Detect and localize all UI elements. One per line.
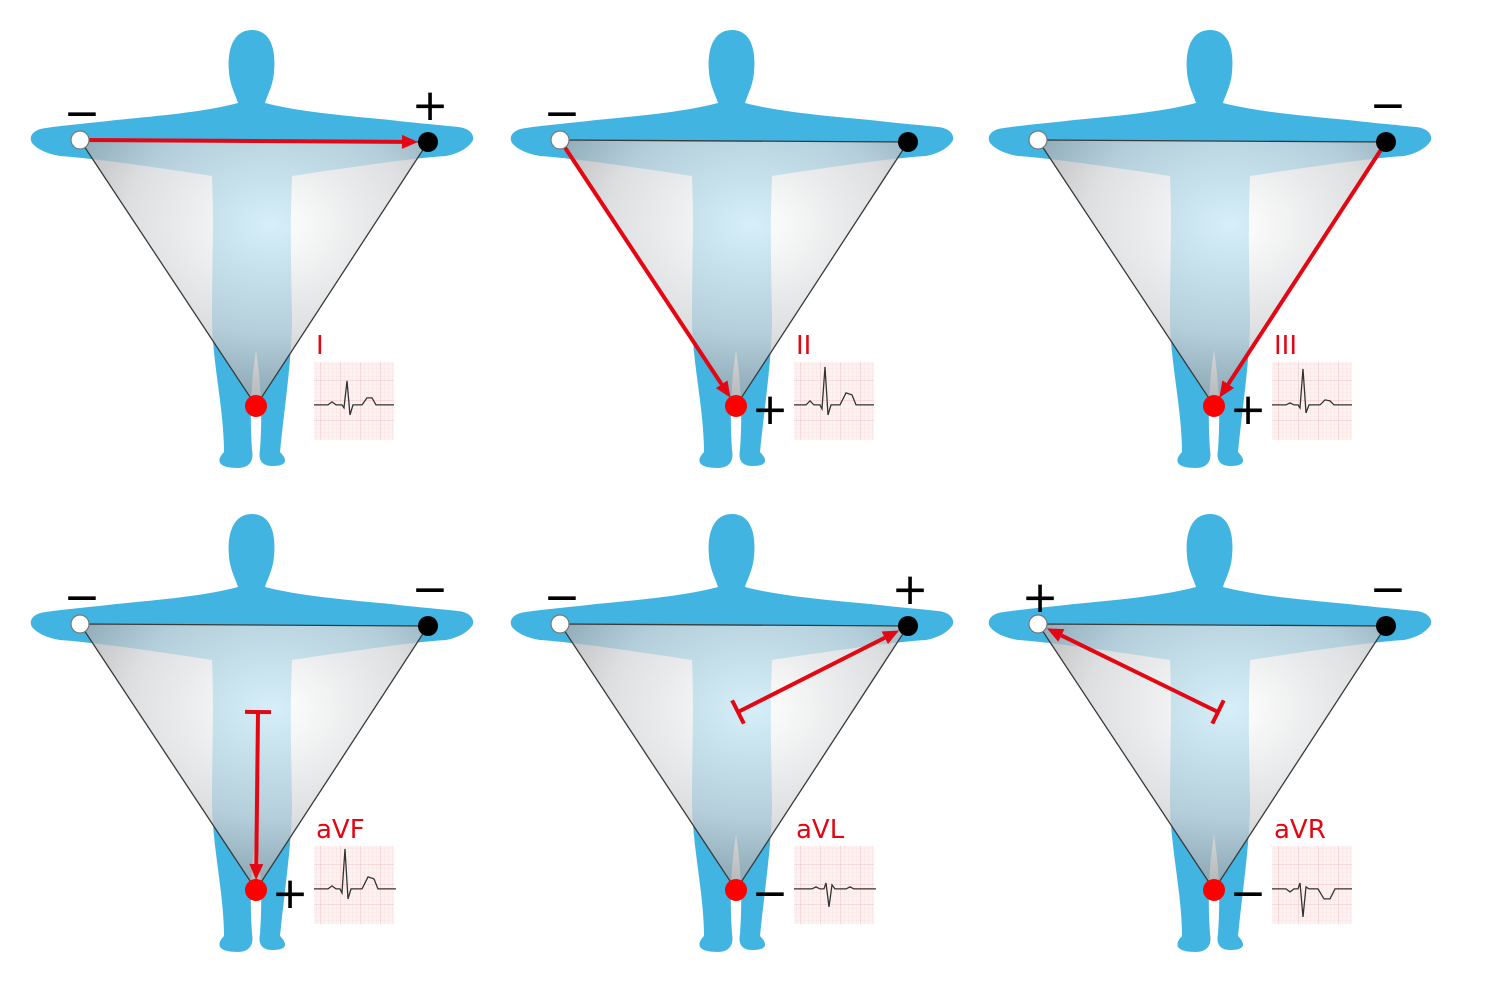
ecg-strip-grid [314,846,394,924]
lead-label: I [316,331,324,361]
lead-vector-arrowhead [249,863,264,881]
lead-vector-tail-bar [730,699,746,725]
polarity-sign: − [752,868,789,919]
lead-vector-shaft [254,711,260,865]
einthoven-triangle [558,623,910,892]
ecg-strip-grid [794,846,874,924]
lead-panel: − + I [30,30,474,468]
left-arm-electrode [1376,616,1396,636]
einthoven-triangle [78,623,430,892]
lead-vector-arrowhead [715,380,731,398]
right-arm-electrode [550,614,570,634]
leg-electrode [1203,395,1225,417]
ecg-trace [314,380,394,416]
lead-label: aVF [316,815,365,845]
polarity-sign: + [892,564,929,615]
ecg-strip-grid [1272,362,1352,440]
right-arm-electrode [550,130,570,150]
polarity-sign: − [544,572,581,623]
lead-vector-shaft [1226,140,1388,386]
leg-electrode [245,395,267,417]
lead-vector-arrowhead [401,134,419,149]
right-arm-electrode [70,130,90,150]
right-arm-electrode [1028,130,1048,150]
lead-panel: +−−aVR [988,514,1432,952]
polarity-sign: + [1230,384,1267,435]
lead-panel: −+−aVL [510,514,954,952]
lead-label: aVL [796,815,845,845]
lead-label: II [796,331,811,361]
ecg-trace [314,848,396,900]
ecg-strip-grid [794,362,874,440]
leg-electrode [725,395,747,417]
polarity-sign: + [272,868,309,919]
leg-electrode [245,879,267,901]
polarity-sign: − [1370,564,1407,615]
ecg-trace [1272,368,1352,414]
lead-label: aVR [1274,815,1326,845]
leg-electrode [725,879,747,901]
lead-vector-shaft [737,635,886,714]
polarity-sign: + [1022,572,1059,623]
lead-label: III [1274,331,1297,361]
right-arm-electrode [1028,614,1048,634]
polarity-sign: − [412,564,449,615]
left-arm-electrode [898,132,918,152]
leg-electrode [1203,879,1225,901]
polarity-sign: − [64,88,101,139]
lead-panel: − − +aVF [30,514,474,952]
polarity-sign: − [64,572,101,623]
lead-panel: − + III [988,30,1432,468]
ecg-trace [1272,882,1352,917]
left-arm-electrode [898,616,918,636]
left-arm-electrode [418,616,438,636]
right-arm-electrode [70,614,90,634]
polarity-sign: − [1230,868,1267,919]
ecg-trace [794,366,874,416]
left-arm-electrode [418,132,438,152]
lead-vector-arrowhead [1219,380,1235,398]
lead-panel: − +II [510,30,954,468]
lead-vector-tail-bar [1210,699,1226,725]
left-arm-electrode [1376,132,1396,152]
ecg-strip-grid [1272,846,1352,924]
lead-vector-arrowhead [1046,628,1065,642]
polarity-sign: + [412,80,449,131]
lead-vector-arrowhead [881,630,900,644]
ecg-strip-grid [314,362,394,440]
lead-vector-shaft [558,138,724,386]
einthoven-triangle [1036,623,1388,892]
lead-vector-shaft [79,138,403,144]
polarity-sign: + [752,384,789,435]
ecg-trace [794,882,876,907]
polarity-sign: − [544,88,581,139]
polarity-sign: − [1370,80,1407,131]
lead-vector-shaft [1060,633,1219,714]
